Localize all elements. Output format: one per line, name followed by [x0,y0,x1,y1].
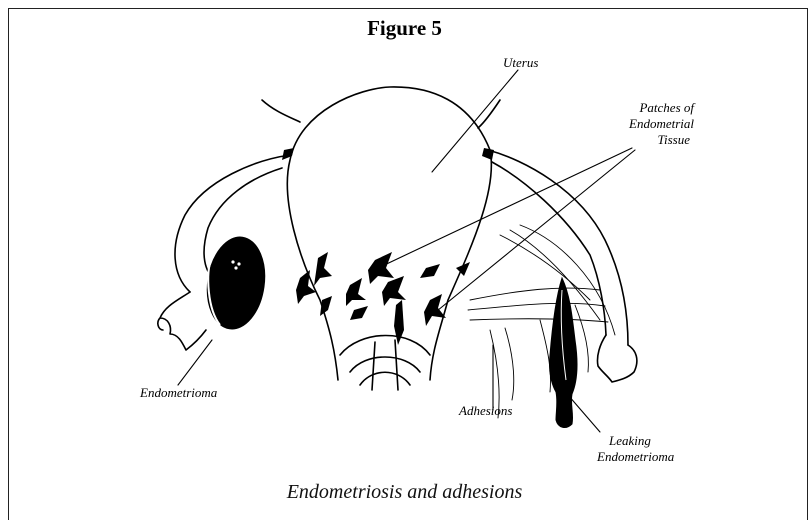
adhesion-fibers [468,225,615,418]
uterus-top-ligament-left [262,100,300,122]
label-leaking-line2: Endometrioma [597,449,674,465]
label-endometrioma: Endometrioma [140,385,217,401]
cervix-folds [340,335,430,390]
label-patches-line3: Tissue [630,132,690,148]
label-adhesions: Adhesions [459,403,512,419]
endometrial-patches [282,148,494,345]
figure-caption: Endometriosis and adhesions [0,481,809,504]
label-leaking-line1: Leaking [609,433,651,449]
right-fimbriae [597,335,636,382]
label-patches-line2: Endometrial [620,116,694,132]
left-endometrioma [202,234,270,333]
label-uterus: Uterus [503,55,538,71]
left-fimbriae [158,292,206,350]
label-patches-line1: Patches of [628,100,694,116]
